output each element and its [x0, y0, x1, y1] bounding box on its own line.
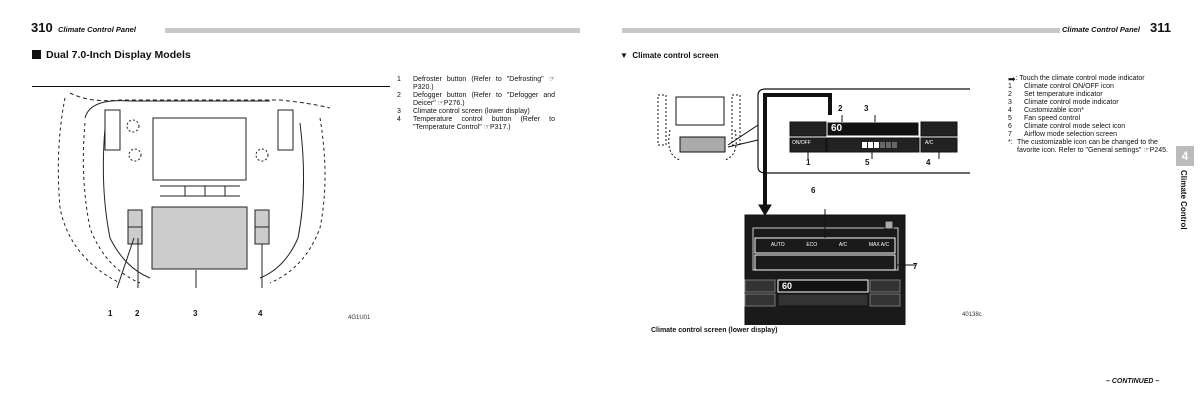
- page-number-left: 310: [31, 20, 53, 35]
- figure-rule: [32, 86, 390, 87]
- running-head-right: Climate Control Panel: [1060, 25, 1142, 34]
- climate-screen-diagram: [657, 88, 970, 325]
- callout-2: 2: [838, 104, 843, 113]
- section-title: Dual 7.0-Inch Display Models: [32, 49, 191, 61]
- callout-1: 1: [108, 309, 113, 318]
- dashboard-diagram: [57, 92, 331, 288]
- page-number-right: 311: [1150, 20, 1171, 35]
- set-temperature-indicator[interactable]: 60: [831, 123, 843, 134]
- onoff-icon[interactable]: ON/OFF: [792, 140, 811, 146]
- mode-select-buttons: AUTO ECO A/C MAX A/C: [760, 242, 900, 248]
- header-bar-left: [165, 28, 580, 33]
- header-bar-right: [622, 28, 1140, 33]
- callout-6: 6: [811, 186, 816, 195]
- callout-2: 2: [135, 309, 140, 318]
- set-temperature-indicator-lower[interactable]: 60: [782, 281, 793, 291]
- arrow-right-icon: ➡: [1008, 74, 1016, 84]
- continued-label: – CONTINUED –: [1106, 378, 1160, 385]
- figure-code-right: 40138c: [962, 312, 982, 318]
- callout-7: 7: [913, 262, 918, 271]
- mode-button-ac[interactable]: A/C: [838, 242, 848, 248]
- callout-4: 4: [926, 158, 931, 167]
- figure-caption: Climate control screen (lower display): [651, 327, 778, 334]
- footnote: *:The customizable icon can be changed t…: [1008, 139, 1168, 154]
- right-item-list: ➡: Touch the climate control mode indica…: [1008, 75, 1170, 155]
- running-head-left: Climate Control Panel: [58, 25, 139, 34]
- callout-1: 1: [806, 158, 811, 167]
- subsection-title: ▼ Climate control screen: [620, 51, 719, 60]
- callout-5: 5: [865, 158, 870, 167]
- arrow-note: ➡: Touch the climate control mode indica…: [1008, 74, 1145, 84]
- mode-button-auto[interactable]: AUTO: [770, 242, 785, 248]
- mode-button-eco[interactable]: ECO: [806, 242, 818, 248]
- callout-3: 3: [193, 309, 198, 318]
- customizable-icon[interactable]: A/C: [925, 140, 934, 146]
- callout-3: 3: [864, 104, 869, 113]
- figure-code-left: 4G1U01: [348, 315, 371, 321]
- chapter-tab: 4: [1176, 146, 1194, 166]
- triangle-down-icon: ▼: [620, 51, 628, 60]
- callout-4: 4: [258, 309, 263, 318]
- mode-button-max-ac[interactable]: MAX A/C: [868, 242, 890, 248]
- chapter-title: Climate Control: [1179, 170, 1188, 230]
